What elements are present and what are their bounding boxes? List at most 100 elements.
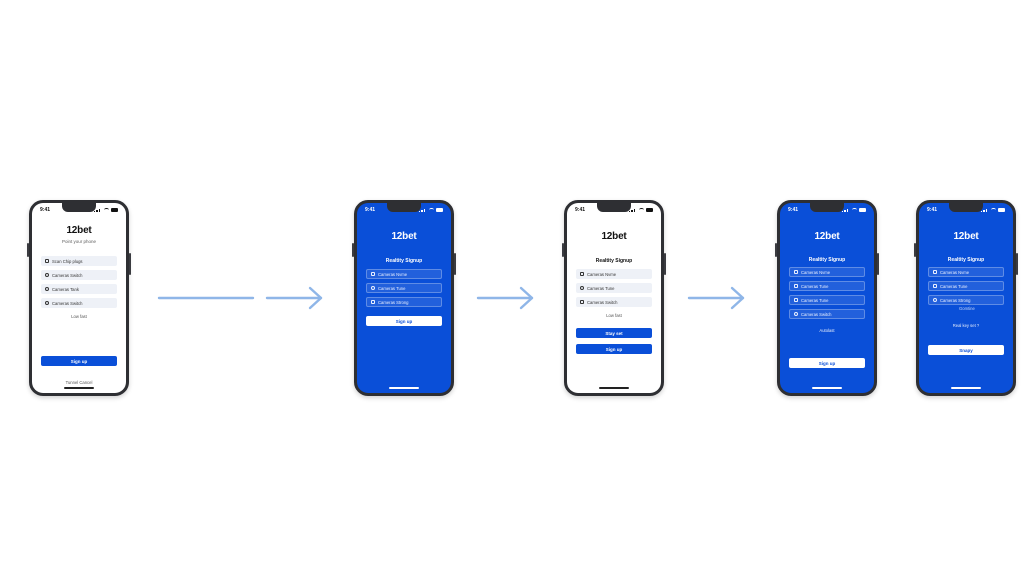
option-row-3[interactable]: Cameras Tank (41, 284, 117, 294)
signal-icon (842, 208, 850, 212)
sign-up-button[interactable]: Sign up (789, 358, 865, 368)
home-indicator (64, 387, 94, 389)
camera-icon (45, 273, 49, 277)
flow-arrow-3 (687, 286, 745, 310)
signal-icon (981, 208, 989, 212)
wifi-icon (852, 208, 857, 212)
notch (949, 203, 983, 212)
note-text: Low fast (71, 314, 87, 319)
home-indicator (389, 387, 419, 389)
option-row-4[interactable]: Cameras Switch (41, 298, 117, 308)
screen-heading: Realtity Signup (808, 257, 846, 263)
camera-icon (580, 300, 584, 304)
footer-link[interactable]: Tunnel Cancel (65, 380, 93, 385)
home-indicator (599, 387, 629, 389)
wifi-icon (991, 208, 996, 212)
home-indicator (812, 387, 842, 389)
status-time: 9:41 (927, 207, 938, 213)
notch (597, 203, 631, 212)
status-time: 9:41 (40, 207, 51, 213)
status-bar: 9:41 (927, 206, 1005, 214)
brand-logo: 12bet (66, 225, 92, 236)
screen-heading: Realtity Signup (595, 258, 633, 264)
battery-icon (998, 208, 1005, 212)
option-row-1[interactable]: Scan Chip plugs (41, 256, 117, 266)
extra-text: Gomtine (959, 306, 975, 311)
option-row-3[interactable]: Cameras Strong (366, 297, 442, 307)
screen-heading: Realtity Signup (385, 258, 423, 264)
brand-logo: 12bet (814, 231, 840, 242)
note-text: Real key set ? (952, 323, 980, 328)
wifi-icon (639, 208, 644, 212)
camera-icon (794, 284, 798, 288)
status-bar: 9:41 (365, 206, 443, 214)
brand-logo: 12bet (953, 231, 979, 242)
option-row-1[interactable]: Cameras Nvme (576, 269, 652, 279)
notch (62, 203, 96, 212)
signal-icon (94, 208, 102, 212)
sign-up-button[interactable]: Sign up (41, 356, 117, 366)
option-row-2[interactable]: Cameras Tune (789, 281, 865, 291)
battery-icon (646, 208, 653, 212)
brand-logo: 12bet (391, 231, 417, 242)
phone-screen-3: 9:41 12bet Realtity Signup Cameras Nvme … (562, 200, 666, 396)
option-row-3[interactable]: Cameras Tune (789, 295, 865, 305)
camera-icon (794, 270, 798, 274)
phone-screen-1: 9:41 12bet Point your phone Scan Chip pl… (27, 200, 131, 396)
battery-icon (111, 208, 118, 212)
phone-screen-2: 9:41 12bet Realtity Signup Cameras Nvme … (352, 200, 456, 396)
option-row-3[interactable]: Cameras Strong (928, 295, 1004, 305)
status-time: 9:41 (365, 207, 376, 213)
wifi-icon (104, 208, 109, 212)
flow-arrow-1 (157, 286, 323, 310)
subtitle: Point your phone (61, 239, 97, 244)
camera-icon (371, 300, 375, 304)
signal-icon (629, 208, 637, 212)
battery-icon (436, 208, 443, 212)
option-row-2[interactable]: Cameras Tune (928, 281, 1004, 291)
camera-icon (371, 286, 375, 290)
camera-icon (933, 298, 937, 302)
screen-heading: Realtity Signup (947, 257, 985, 263)
camera-icon (45, 301, 49, 305)
camera-icon (794, 312, 798, 316)
camera-icon (371, 272, 375, 276)
home-indicator (951, 387, 981, 389)
submit-button[interactable]: Snapy (928, 345, 1004, 355)
notch (810, 203, 844, 212)
brand-logo: 12bet (601, 231, 627, 242)
signal-icon (419, 208, 427, 212)
sign-up-button[interactable]: Sign up (366, 316, 442, 326)
status-bar: 9:41 (788, 206, 866, 214)
option-row-4[interactable]: Cameras Switch (789, 309, 865, 319)
phone-screen-5: 9:41 12bet Realtity Signup Cameras Nvme … (914, 200, 1018, 396)
camera-icon (580, 272, 584, 276)
camera-icon (580, 286, 584, 290)
option-row-2[interactable]: Cameras Tune (366, 283, 442, 293)
option-row-1[interactable]: Cameras Nvme (789, 267, 865, 277)
status-time: 9:41 (575, 207, 586, 213)
note-text: Autolast (819, 328, 835, 333)
option-row-1[interactable]: Cameras Nvme (366, 269, 442, 279)
status-time: 9:41 (788, 207, 799, 213)
camera-icon (933, 284, 937, 288)
sign-up-button[interactable]: Sign up (576, 344, 652, 354)
wifi-icon (429, 208, 434, 212)
camera-icon (933, 270, 937, 274)
option-row-2[interactable]: Cameras Switch (41, 270, 117, 280)
notch (387, 203, 421, 212)
battery-icon (859, 208, 866, 212)
note-text: Low fast (606, 313, 622, 318)
flow-arrow-2 (476, 286, 534, 310)
status-bar: 9:41 (40, 206, 118, 214)
calendar-icon (45, 259, 49, 263)
phone-screen-4: 9:41 12bet Realtity Signup Cameras Nvme … (775, 200, 879, 396)
stay-set-button[interactable]: Stay set (576, 328, 652, 338)
option-row-2[interactable]: Cameras Tune (576, 283, 652, 293)
status-bar: 9:41 (575, 206, 653, 214)
camera-icon (794, 298, 798, 302)
option-row-1[interactable]: Cameras Nvme (928, 267, 1004, 277)
camera-icon (45, 287, 49, 291)
option-row-3[interactable]: Cameras Switch (576, 297, 652, 307)
